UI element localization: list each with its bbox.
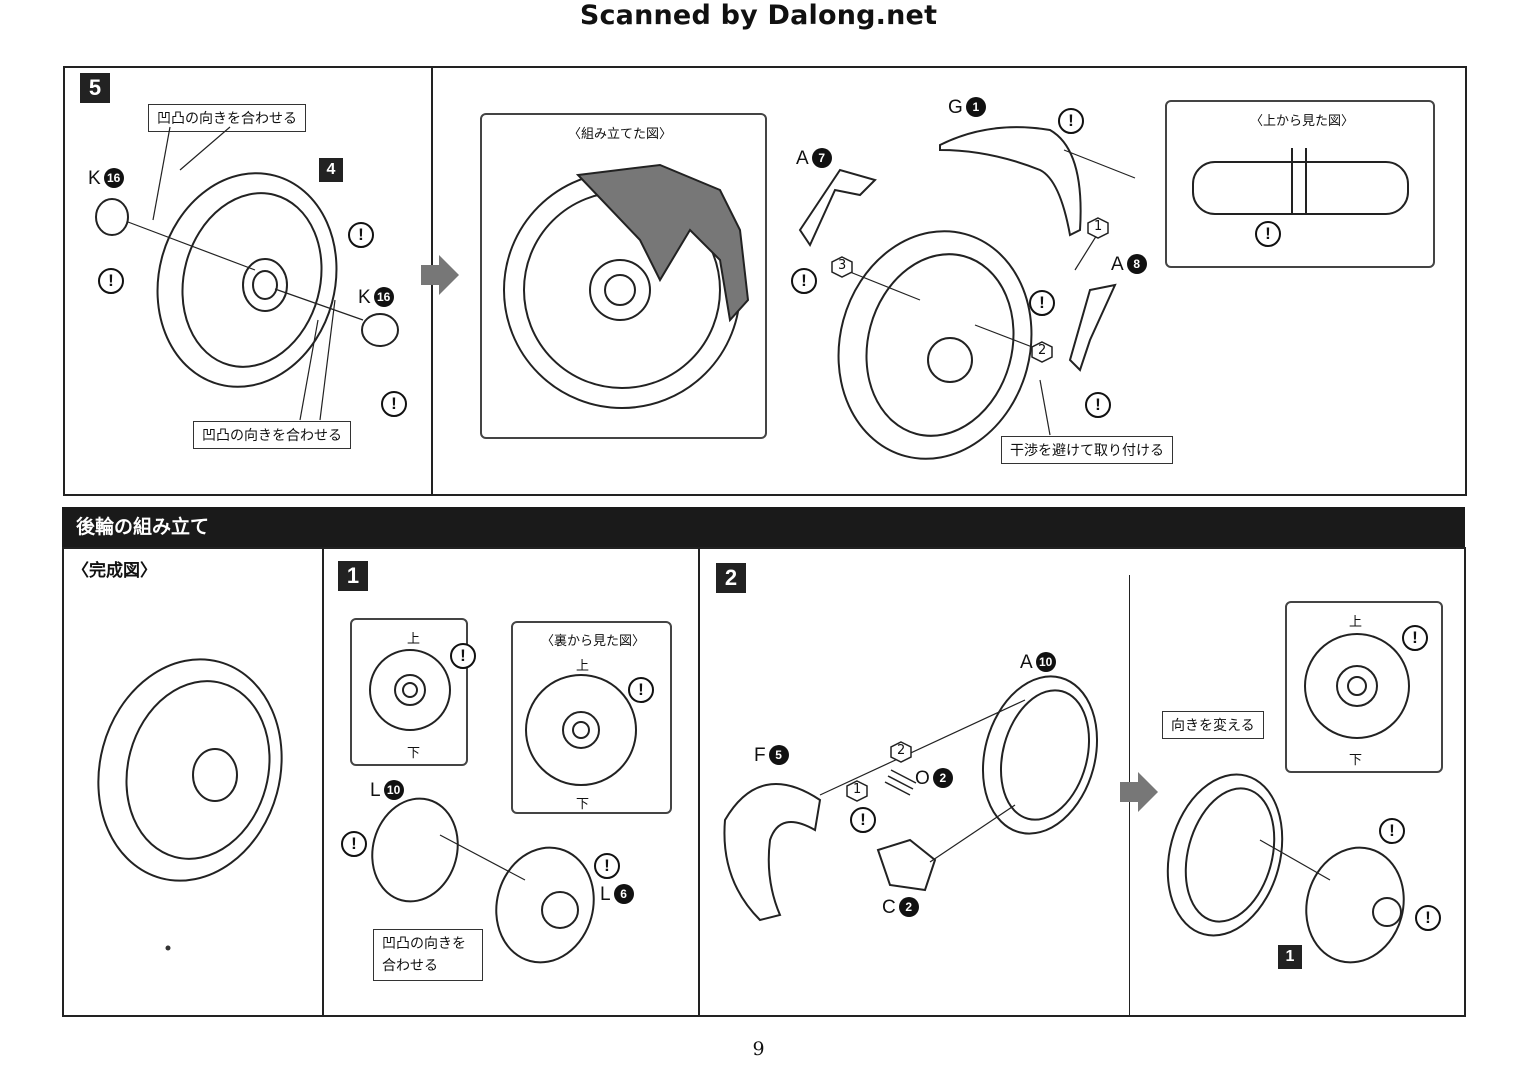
order-marker-3-label: 3 xyxy=(838,258,847,273)
warning-icon: ! xyxy=(1058,108,1084,134)
warning-icon: ! xyxy=(98,268,124,294)
order-marker-1-label: 1 xyxy=(1094,219,1103,234)
callout-turn-direction: 向きを変える xyxy=(1162,711,1264,739)
arrow-right-icon xyxy=(1120,772,1158,812)
callout-align-step1: 凹凸の向きを 合わせる xyxy=(373,929,483,981)
finished-label: 〈完成図〉 xyxy=(72,561,157,581)
back-view-bottom: 下 xyxy=(576,797,590,812)
arrow-right-icon xyxy=(421,255,459,295)
order-marker-2-label: 2 xyxy=(897,743,906,758)
step2-number: 2 xyxy=(716,563,746,593)
assembled-view-label: 〈組み立てた図〉 xyxy=(568,127,673,142)
warning-icon: ! xyxy=(348,222,374,248)
ref-step4: 4 xyxy=(319,158,343,182)
front-view-top: 上 xyxy=(407,632,421,647)
step1-number: 1 xyxy=(338,561,368,591)
warning-icon: ! xyxy=(341,831,367,857)
warning-icon: ! xyxy=(450,643,476,669)
warning-icon: ! xyxy=(1255,221,1281,247)
order-marker-1-label: 1 xyxy=(853,782,862,797)
callout-align-step1-line1: 凹凸の向きを xyxy=(382,936,466,952)
callout-align-top: 凹凸の向きを合わせる xyxy=(148,104,306,132)
divider-finished xyxy=(322,548,324,1016)
warning-icon: ! xyxy=(1379,818,1405,844)
divider-step1 xyxy=(698,548,700,1016)
section-header-bar xyxy=(62,507,1465,548)
warning-icon: ! xyxy=(628,677,654,703)
order-marker-1 xyxy=(846,780,868,802)
top-view-box xyxy=(1165,100,1435,268)
front-view-bottom: 下 xyxy=(407,746,421,761)
step5-number: 5 xyxy=(80,73,110,103)
warning-icon: ! xyxy=(381,391,407,417)
view-top: 上 xyxy=(1349,615,1363,630)
page-number: 9 xyxy=(752,1038,765,1060)
warning-icon: ! xyxy=(1415,905,1441,931)
section-title: 後輪の組み立て xyxy=(76,516,210,538)
warning-icon: ! xyxy=(1029,290,1055,316)
warning-icon: ! xyxy=(850,807,876,833)
rear-section-frame xyxy=(62,547,1466,1017)
back-view-label: 〈裏から見た図〉 xyxy=(541,634,646,649)
view-bottom: 下 xyxy=(1349,753,1363,768)
order-marker-1 xyxy=(1087,217,1109,239)
callout-avoid-interference: 干渉を避けて取り付ける xyxy=(1001,436,1173,464)
back-view-box xyxy=(511,621,672,814)
back-view-top: 上 xyxy=(576,659,590,674)
order-marker-2 xyxy=(890,741,912,763)
ref-step1: 1 xyxy=(1278,945,1302,969)
order-marker-3 xyxy=(831,256,853,278)
callout-align-bottom: 凹凸の向きを合わせる xyxy=(193,421,351,449)
top-view-label: 〈上から見た図〉 xyxy=(1250,114,1355,129)
warning-icon: ! xyxy=(791,268,817,294)
step5-frame xyxy=(63,66,1467,496)
order-marker-2 xyxy=(1031,341,1053,363)
warning-icon: ! xyxy=(1085,392,1111,418)
order-marker-2-label: 2 xyxy=(1038,343,1047,358)
watermark: Scanned by Dalong.net xyxy=(579,0,938,31)
warning-icon: ! xyxy=(1402,625,1428,651)
callout-align-step1-line2: 合わせる xyxy=(382,958,438,974)
warning-icon: ! xyxy=(594,853,620,879)
